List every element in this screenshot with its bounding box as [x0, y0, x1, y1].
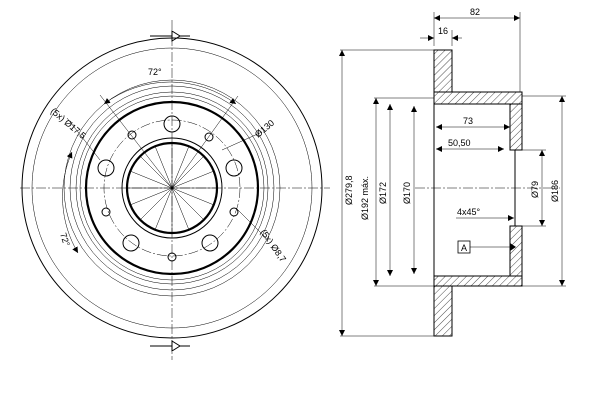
hat-outer-2 — [79, 95, 265, 281]
large-holes — [97, 115, 243, 252]
friction-ring-inner — [63, 79, 281, 297]
hat-wall-bottom — [433, 275, 523, 287]
small-hole — [167, 252, 177, 262]
small-hole — [127, 130, 137, 140]
chamfer-label: 4x45° — [457, 207, 481, 217]
disc-outer-edge-inner — [31, 47, 313, 329]
angle-top-leg-left — [99, 94, 173, 189]
dim-50-label: 50,50 — [448, 138, 471, 148]
pcd-leader — [221, 131, 263, 151]
large-hole — [201, 234, 219, 252]
angle-top-leg-right — [171, 95, 239, 189]
hat-wall-top — [433, 91, 523, 105]
dim-192-label: Ø192 máx. — [360, 176, 370, 220]
angle-top-label: 72° — [148, 67, 162, 77]
dim-186-label: Ø186 — [550, 180, 560, 202]
dim-82-label: 82 — [470, 7, 480, 17]
dim-16-label: 16 — [438, 26, 448, 36]
small-hole-leader — [235, 207, 267, 239]
front-view: 72° 72° (5x) Ø17,5 (5x) Ø8,7 Ø130 — [20, 20, 330, 360]
small-holes — [101, 130, 239, 262]
datum-label: A — [461, 243, 467, 253]
section-arrow-bottom-head — [171, 340, 181, 352]
flange-bottom — [433, 285, 453, 337]
dim-170-label: Ø170 — [402, 182, 412, 204]
dim-79-label: Ø79 — [530, 181, 540, 198]
large-hole — [225, 159, 243, 177]
pitch-circle — [103, 119, 241, 257]
large-hole-leader — [66, 117, 101, 161]
hub-face-top — [509, 103, 523, 151]
angle-top-arc — [103, 81, 237, 105]
small-hole — [101, 207, 111, 217]
dim-279-label: Ø279,8 — [344, 175, 354, 205]
angle-left-label: 72° — [58, 232, 72, 248]
dim-172-label: Ø172 — [378, 182, 388, 204]
dim-73-label: 73 — [463, 116, 473, 126]
angle-left-arc — [62, 151, 79, 254]
bore-profile — [510, 149, 516, 227]
disc-outer-edge — [21, 37, 323, 339]
section-view: 82 16 73 50,50 4x45° A Ø279,8 Ø192 máx. … — [339, 7, 566, 337]
small-hole — [204, 132, 214, 142]
large-hole — [122, 234, 140, 252]
center-bore-outer — [121, 137, 223, 239]
flange-top — [433, 49, 453, 93]
small-hole — [229, 207, 239, 217]
hub-face-bottom — [509, 225, 523, 277]
large-hole — [97, 159, 115, 177]
datum-triangle — [510, 243, 516, 251]
large-hole — [163, 115, 181, 133]
section-arrow-top-head — [171, 30, 181, 42]
small-hole-callout: (5x) Ø8,7 — [258, 227, 288, 263]
large-hole-callout: (5x) Ø17,5 — [49, 106, 88, 141]
pcd-callout: Ø130 — [253, 118, 276, 140]
